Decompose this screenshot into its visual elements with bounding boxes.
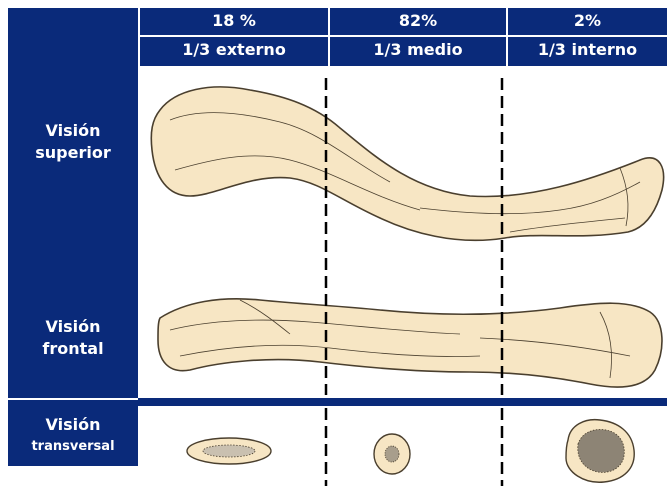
cross-section-interno-core [578,430,625,473]
cross-section-medio-core [385,446,399,462]
cross-section-externo-core [203,445,255,457]
cross-section-interno [566,420,634,483]
cross-section-externo [187,438,271,464]
clavicle-frontal-view [158,299,662,387]
clavicle-superior-outline [151,87,663,240]
cross-section-medio [374,434,410,474]
clavicle-frontal-outline [158,299,662,387]
clavicle-superior-view [151,87,663,240]
